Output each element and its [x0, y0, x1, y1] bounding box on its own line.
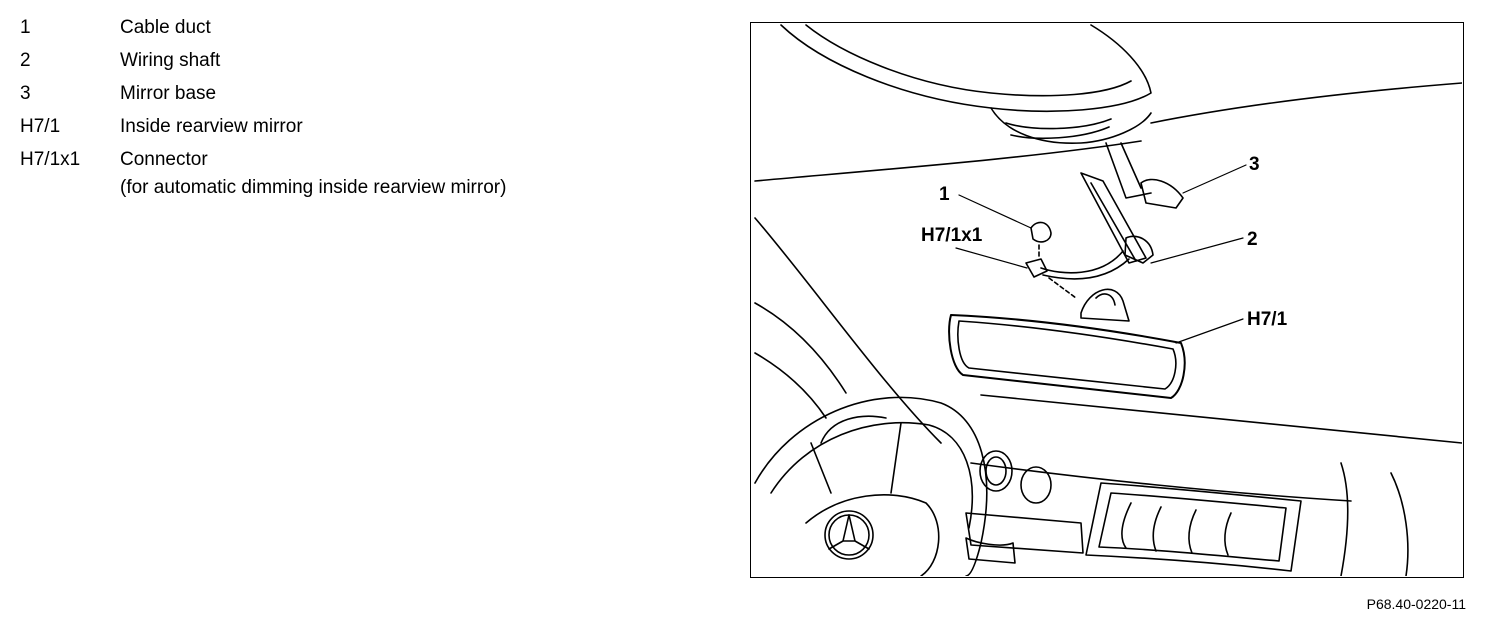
leader-lines	[955, 164, 1247, 344]
legend-desc: Mirror base	[120, 83, 217, 104]
connector	[1025, 258, 1048, 278]
legend-row-3: 3 Mirror base	[20, 80, 720, 108]
headliner-edge	[1150, 82, 1462, 124]
roof-console	[780, 24, 1152, 144]
legend-code: H7/1	[20, 116, 61, 137]
legend-desc: Cable duct	[120, 17, 211, 38]
legend-code: H7/1x1	[20, 149, 81, 170]
mirror-cable	[1040, 250, 1124, 274]
callout-h7-1x1: H7/1x1	[921, 225, 983, 246]
wiring-shaft	[1080, 142, 1152, 264]
rearview-mirror	[948, 314, 1186, 399]
callout-h7-1: H7/1	[1247, 309, 1288, 330]
cable-duct	[1030, 221, 1052, 243]
steering-wheel	[754, 396, 988, 576]
legend-row-2: 2 Wiring shaft	[20, 47, 720, 75]
legend-row-1: 1 Cable duct	[20, 14, 720, 42]
windshield-edge	[754, 140, 1142, 182]
legend: 1 Cable duct 2 Wiring shaft 3 Mirror bas…	[20, 14, 720, 207]
legend-desc: Inside rearview mirror	[120, 116, 303, 137]
callout-1: 1	[939, 184, 950, 205]
callout-3: 3	[1249, 154, 1260, 175]
a-pillar	[754, 217, 942, 444]
legend-desc: Wiring shaft	[120, 50, 221, 71]
callout-2: 2	[1247, 229, 1258, 250]
diagram-frame: 1 H7/1x1 3 2 H7/1	[750, 22, 1464, 578]
legend-code: 2	[20, 50, 31, 71]
instrument-cluster	[820, 415, 1084, 564]
legend-desc-note: (for automatic dimming inside rearview m…	[120, 177, 507, 198]
mirror-installation-diagram: 1 H7/1x1 3 2 H7/1	[754, 24, 1462, 576]
legend-row-h7-1x1: H7/1x1 Connector (for automatic dimming …	[20, 146, 720, 202]
legend-desc: Connector	[120, 149, 208, 170]
legend-code: 3	[20, 83, 31, 104]
legend-row-h7-1: H7/1 Inside rearview mirror	[20, 113, 720, 141]
dashboard-edge	[980, 394, 1462, 444]
glove-box	[1085, 462, 1409, 576]
figure-reference: P68.40-0220-11	[1366, 596, 1466, 612]
mirror-mount	[1080, 288, 1130, 322]
legend-code: 1	[20, 17, 31, 38]
mirror-base	[1124, 178, 1184, 264]
